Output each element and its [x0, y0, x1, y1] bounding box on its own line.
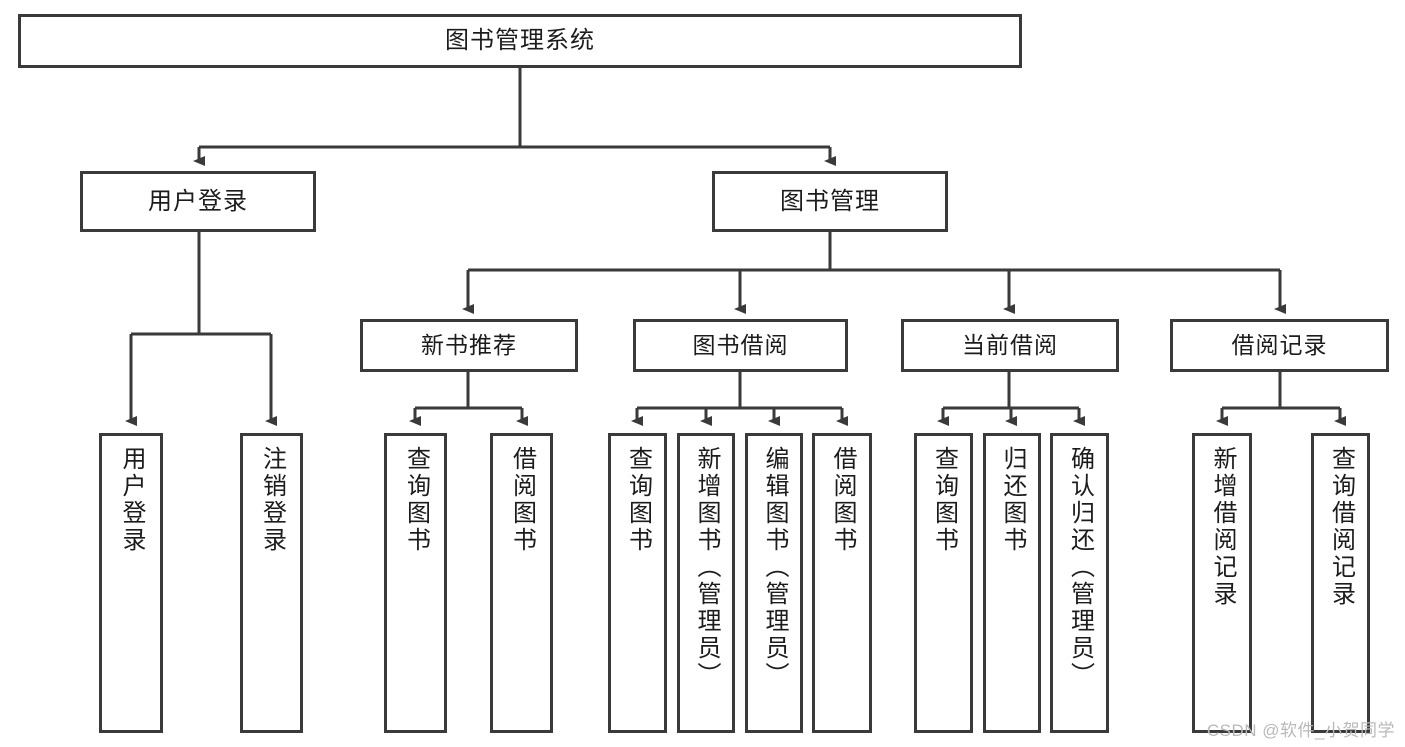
node-leaf-logout-login[interactable]: 注销登录 [240, 433, 303, 733]
node-label: 新增借阅记录 [1209, 446, 1236, 608]
node-label: 借阅记录 [1231, 332, 1328, 359]
node-leaf-query-record[interactable]: 查询借阅记录 [1311, 433, 1370, 733]
node-book-management-system[interactable]: 图书管理系统 [18, 14, 1022, 68]
node-leaf-add-record[interactable]: 新增借阅记录 [1192, 433, 1252, 733]
node-user-login[interactable]: 用户登录 [80, 171, 316, 232]
node-label: 当前借阅 [962, 332, 1058, 359]
node-label: 用户登录 [118, 446, 145, 554]
node-label: 归还图书 [999, 446, 1026, 554]
node-label: 图书借阅 [692, 332, 789, 359]
node-leaf-borrow-book-2[interactable]: 借阅图书 [812, 433, 872, 733]
node-label: 借阅图书 [508, 446, 536, 554]
node-label: 确认归还（管理员） [1066, 446, 1094, 689]
node-label: 图书管理系统 [445, 27, 595, 54]
node-book-borrow[interactable]: 图书借阅 [633, 319, 848, 372]
node-leaf-borrow-book-1[interactable]: 借阅图书 [490, 433, 553, 733]
node-current-borrow[interactable]: 当前借阅 [901, 319, 1119, 372]
watermark-text: CSDN @软件_小贺同学 [1206, 721, 1395, 740]
node-label: 注销登录 [258, 446, 286, 554]
node-label: 图书管理 [780, 187, 880, 215]
node-leaf-query-book-3[interactable]: 查询图书 [914, 433, 973, 733]
node-label: 用户登录 [148, 187, 248, 215]
node-leaf-confirm-return[interactable]: 确认归还（管理员） [1050, 433, 1109, 733]
node-leaf-add-book[interactable]: 新增图书（管理员） [677, 433, 735, 733]
node-book-manage[interactable]: 图书管理 [712, 171, 948, 232]
node-leaf-query-book-1[interactable]: 查询图书 [384, 433, 447, 733]
node-label: 查询图书 [624, 446, 652, 554]
node-label: 新书推荐 [421, 332, 517, 359]
node-leaf-user-login[interactable]: 用户登录 [99, 433, 163, 733]
node-label: 新增图书（管理员） [693, 446, 720, 689]
node-leaf-edit-book[interactable]: 编辑图书（管理员） [745, 433, 803, 733]
node-new-book-recommend[interactable]: 新书推荐 [360, 319, 578, 372]
node-leaf-query-book-2[interactable]: 查询图书 [608, 433, 667, 733]
node-label: 编辑图书（管理员） [761, 446, 788, 689]
node-leaf-return-book[interactable]: 归还图书 [983, 433, 1041, 733]
node-label: 查询图书 [930, 446, 958, 554]
node-label: 查询图书 [402, 446, 430, 554]
node-label: 借阅图书 [829, 446, 856, 554]
node-label: 查询借阅记录 [1327, 446, 1355, 608]
node-borrow-record[interactable]: 借阅记录 [1170, 319, 1389, 372]
